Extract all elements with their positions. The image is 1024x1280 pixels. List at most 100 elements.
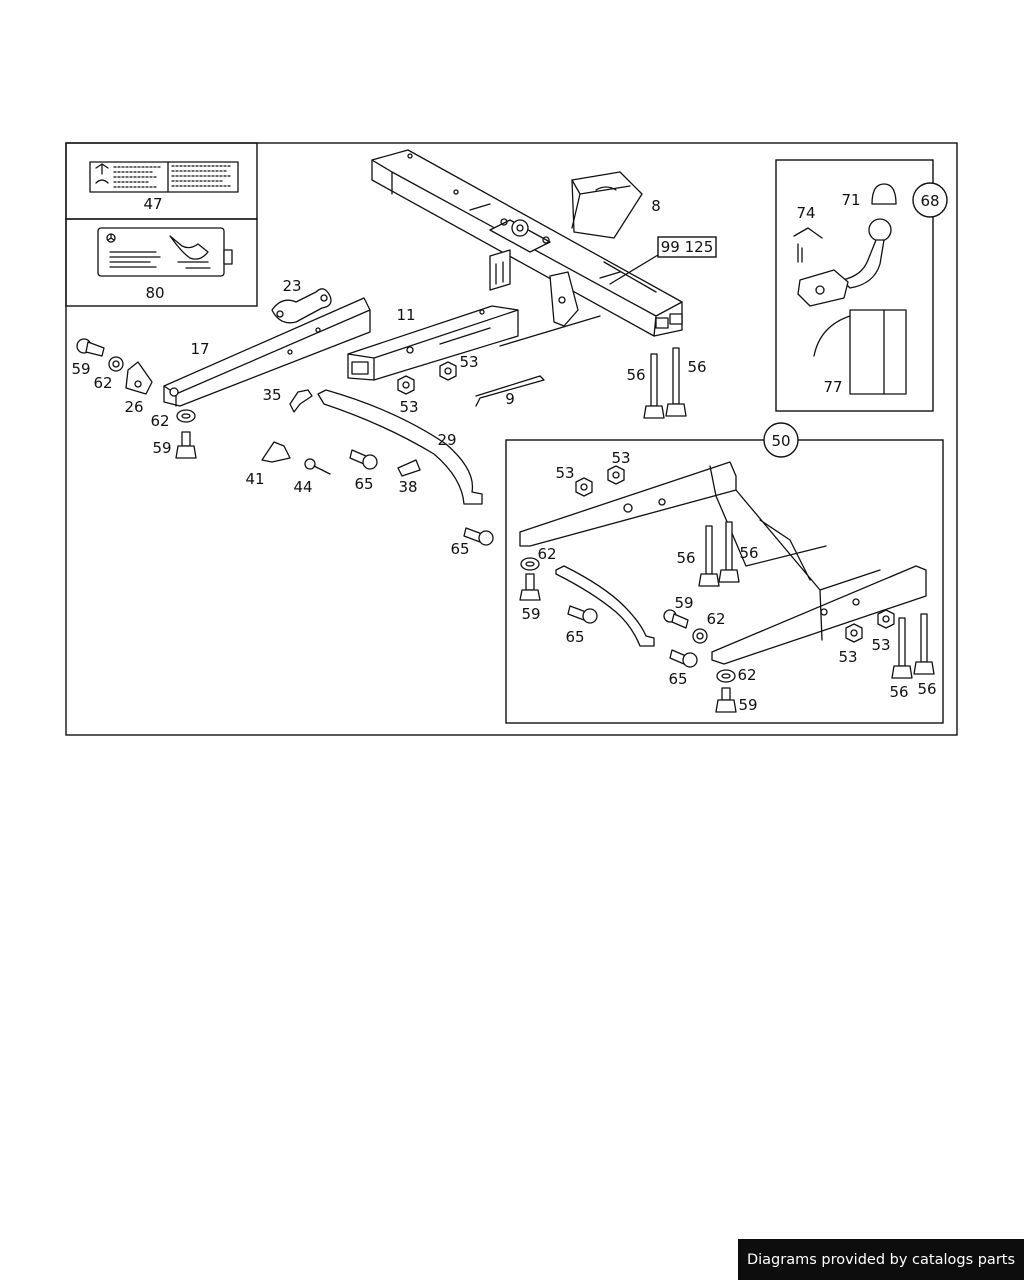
long-bolt-56-a: [643, 353, 665, 419]
callout-23: 23: [282, 277, 301, 295]
kit-bolt-59-b: [663, 609, 689, 629]
washer-62-mid-left: [176, 409, 196, 423]
callout-71: 71: [841, 191, 860, 209]
diagram-frame: [65, 142, 958, 736]
callout-47: 47: [143, 195, 162, 213]
kit-nut-53-b: [607, 465, 625, 485]
bracket-26: [125, 361, 153, 395]
reference-box-text: 99 125: [661, 238, 714, 256]
callout-53: 53: [555, 464, 574, 482]
kit-bolt-65-b: [669, 649, 698, 668]
kit-bolt-59-a: [519, 573, 541, 601]
callout-65: 65: [668, 670, 687, 688]
strap-9: [475, 375, 545, 407]
tow-ball-kit-number: 68: [920, 192, 939, 210]
plate-23: [271, 288, 332, 324]
kit-nut-53-d: [877, 609, 895, 629]
callout-59: 59: [674, 594, 693, 612]
callout-62: 62: [93, 374, 112, 392]
kit-bolt-56-b: [718, 521, 740, 583]
callout-56: 56: [739, 544, 758, 562]
tow-ball-neck: [797, 218, 892, 307]
callout-53: 53: [871, 636, 890, 654]
crossmember-kit-box: [505, 439, 944, 724]
bracket-41: [261, 441, 291, 463]
callout-53: 53: [838, 648, 857, 666]
manual-77: [813, 309, 907, 395]
brace-29: [317, 389, 483, 505]
callout-56: 56: [917, 680, 936, 698]
kit-washer-62-c: [716, 669, 736, 683]
long-bolt-56-b: [665, 347, 687, 417]
bolt-65-b: [463, 527, 494, 546]
callout-53: 53: [399, 398, 418, 416]
kit-washer-62-b: [692, 628, 708, 644]
reference-box: [657, 236, 717, 258]
callout-62: 62: [737, 666, 756, 684]
key-74: [793, 227, 823, 263]
callout-41: 41: [245, 470, 264, 488]
kit-washer-62-a: [520, 557, 540, 571]
credit-banner: Diagrams provided by catalogs parts: [738, 1239, 1024, 1280]
nut-53-a: [397, 375, 415, 395]
callout-56: 56: [889, 683, 908, 701]
callout-9: 9: [505, 390, 515, 408]
tow-ball-kit-box: [775, 159, 934, 412]
crossmember-kit-circle: [763, 422, 799, 458]
callout-56: 56: [626, 366, 645, 384]
callout-8: 8: [651, 197, 661, 215]
bracket-8: [571, 171, 643, 239]
callout-56: 56: [687, 358, 706, 376]
tow-bar-label-sticker-80: [97, 227, 233, 277]
crossmember-brace: [555, 565, 655, 647]
callout-38: 38: [398, 478, 417, 496]
callout-labels: 47 80 8 23 11 17 59 62 26 53 53 35 9 56 …: [71, 191, 936, 714]
tow-ball-kit-circle: [912, 182, 948, 218]
callout-53: 53: [459, 353, 478, 371]
kit-nut-53-c: [845, 623, 863, 643]
callout-65: 65: [354, 475, 373, 493]
callout-35: 35: [262, 386, 281, 404]
tow-ball-cap-71: [871, 183, 897, 205]
callout-74: 74: [796, 204, 815, 222]
kit-bolt-56-a: [698, 525, 720, 587]
callout-62: 62: [150, 412, 169, 430]
callout-62: 62: [537, 545, 556, 563]
callout-62: 62: [706, 610, 725, 628]
label-panel-80: [65, 218, 258, 307]
callout-56: 56: [676, 549, 695, 567]
kit-bolt-56-d: [913, 613, 935, 675]
callout-44: 44: [293, 478, 312, 496]
callout-53: 53: [611, 449, 630, 467]
callout-59: 59: [71, 360, 90, 378]
callout-80: 80: [145, 284, 164, 302]
callout-29: 29: [437, 431, 456, 449]
pin-44: [304, 458, 331, 475]
side-bar-17: [163, 297, 371, 407]
tube-11: [347, 305, 601, 381]
warning-label-sticker-47: [89, 161, 239, 193]
callout-59: 59: [738, 696, 757, 714]
crossmember-frame: [519, 461, 927, 665]
callout-26: 26: [124, 398, 143, 416]
callout-65: 65: [565, 628, 584, 646]
callout-17: 17: [190, 340, 209, 358]
kit-bolt-65-a: [567, 605, 598, 624]
callout-77: 77: [823, 378, 842, 396]
callout-59: 59: [152, 439, 171, 457]
washer-62-top-left: [108, 356, 124, 372]
callout-11: 11: [396, 306, 415, 324]
crossmember-kit-number: 50: [771, 432, 790, 450]
bolt-59-mid-left: [175, 431, 197, 459]
bolt-59-top-left: [76, 338, 105, 357]
reference-leader-line: [609, 254, 659, 285]
kit-nut-53-a: [575, 477, 593, 497]
plate-38: [397, 459, 421, 477]
callout-65: 65: [450, 540, 469, 558]
nut-53-b: [439, 361, 457, 381]
clip-35: [289, 389, 313, 413]
kit-bolt-56-c: [891, 617, 913, 679]
kit-bolt-59-c: [715, 687, 737, 713]
callout-59: 59: [521, 605, 540, 623]
